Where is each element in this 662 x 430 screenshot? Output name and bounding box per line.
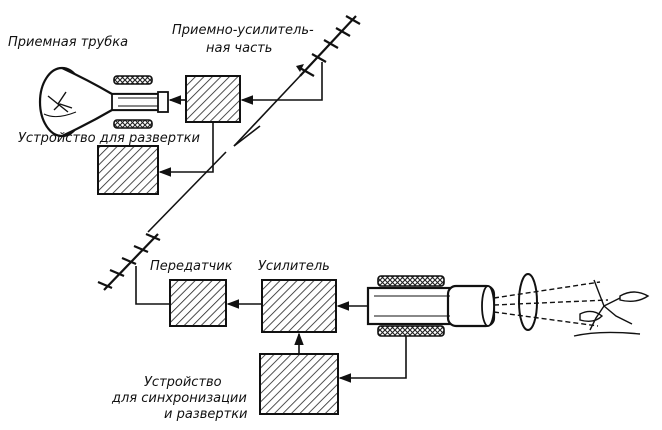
wire-camera-coil-to-sync	[338, 336, 407, 383]
label-sync-1: Устройство	[144, 375, 222, 390]
wire-amp-to-scan	[158, 122, 214, 177]
receiver-amplifier-block	[185, 75, 241, 123]
receiver-scan-block	[97, 145, 159, 195]
transmitter-antenna	[97, 232, 161, 291]
label-sync-3: и развертки	[164, 407, 248, 422]
scene-object	[573, 279, 650, 337]
label-receiver-amp-1: Приемно-усилитель-	[172, 23, 314, 38]
receiver-antenna	[299, 15, 361, 77]
wire-antenna-to-amp	[240, 62, 323, 105]
camera-coil-top	[377, 275, 445, 287]
transmitter-block	[169, 279, 227, 327]
receiver-picture-tube	[38, 66, 169, 138]
optical-rays	[493, 281, 609, 327]
transmitter-amplifier-block	[261, 279, 337, 333]
label-transmitter-amp: Усилитель	[258, 259, 330, 274]
camera-coil-bottom	[377, 325, 445, 337]
camera-tube	[366, 284, 496, 328]
receiver-coil-bottom	[113, 119, 153, 129]
label-sync-2: для синхронизации	[111, 391, 247, 406]
radio-link	[147, 64, 304, 233]
label-receiver-scan: Устройство для развертки	[18, 131, 200, 146]
sync-scan-block	[259, 353, 339, 415]
camera-lens	[518, 273, 538, 331]
wire-tx-to-antenna	[135, 266, 170, 305]
label-receiver-amp-2: ная часть	[206, 41, 272, 56]
label-transmitter: Передатчик	[150, 259, 233, 274]
receiver-coil-top	[113, 75, 153, 85]
label-picture-tube: Приемная трубка	[8, 35, 128, 50]
